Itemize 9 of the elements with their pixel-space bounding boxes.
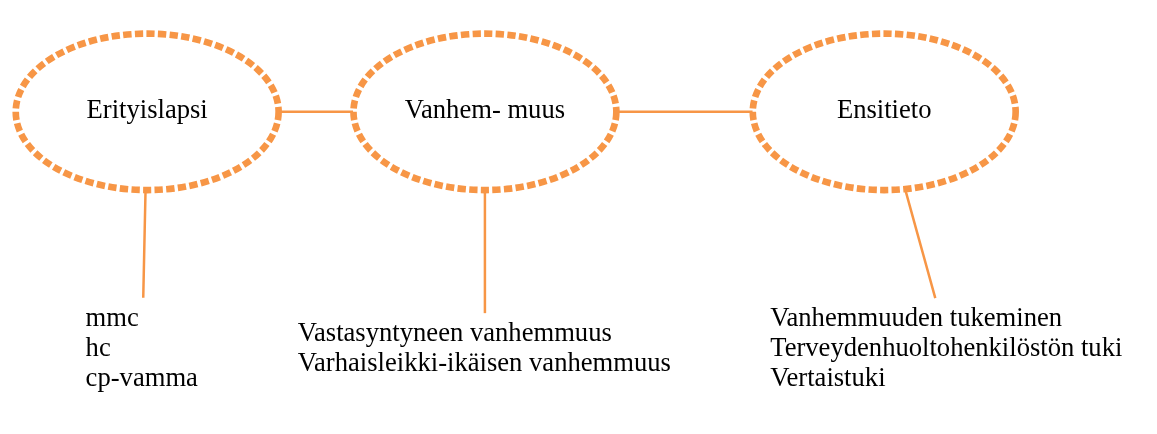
connector: [616, 110, 753, 113]
node-ellipse: Vanhem- muus: [350, 29, 620, 193]
node-ellipse: Erityislapsi: [12, 29, 282, 193]
connector: [483, 189, 487, 313]
node-ellipse: Ensitieto: [749, 29, 1019, 193]
node-text: mmc hc cp-vamma: [85, 301, 198, 392]
connector: [279, 110, 354, 113]
node-text: Vastasyntyneen vanhemmuus Varhaisleikki-ikäisen vanhemmuus: [297, 316, 671, 377]
node-text: Vanhemmuuden tukeminen Terveydenhuoltohenkilöstön tuki Vertaistuki: [770, 301, 1123, 392]
